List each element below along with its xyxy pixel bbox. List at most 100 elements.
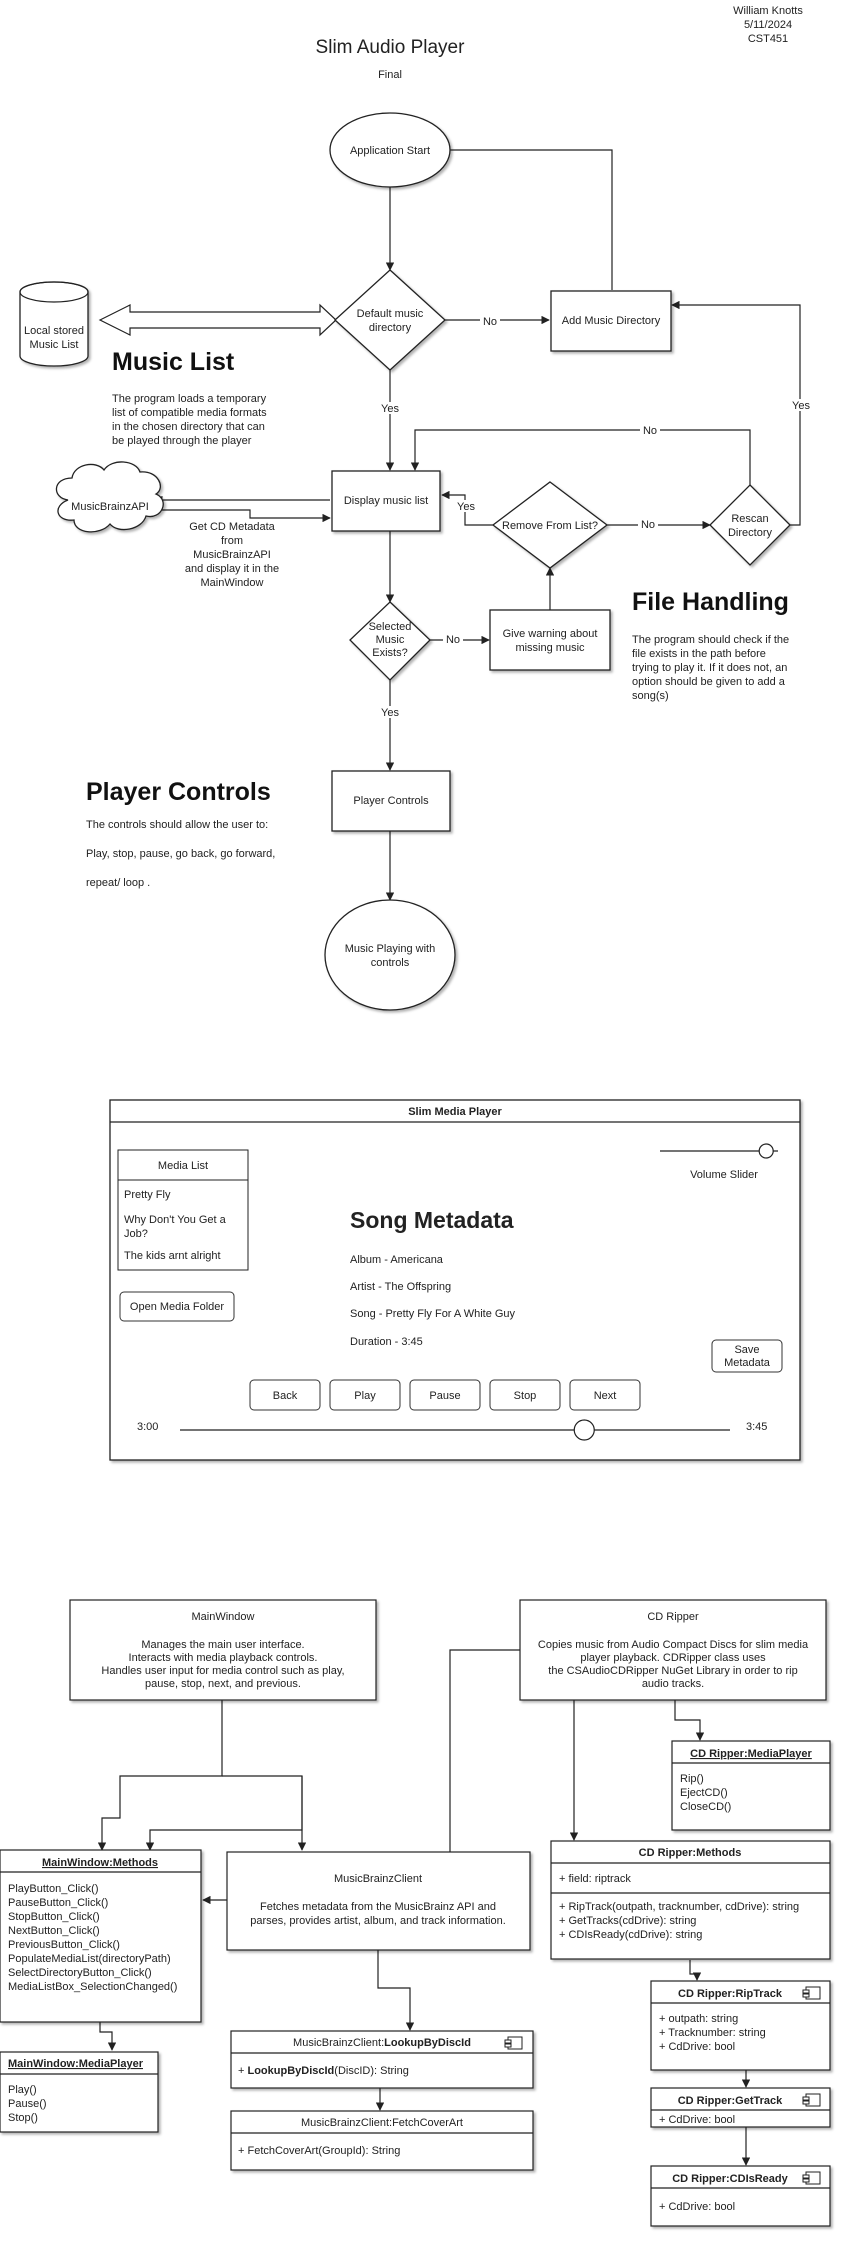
svg-text:the CSAudioCDRipper NuGet Libr: the CSAudioCDRipper NuGet Library in ord… xyxy=(548,1665,797,1677)
svg-text:Application Start: Application Start xyxy=(350,145,430,157)
author-name: William Knotts xyxy=(733,5,803,17)
svg-text:Next: Next xyxy=(594,1390,617,1402)
window-title: Slim Media Player xyxy=(408,1106,502,1118)
svg-text:file exists in the path before: file exists in the path before xyxy=(632,648,766,660)
svg-text:Selected: Selected xyxy=(369,621,412,633)
svg-text:audio tracks.: audio tracks. xyxy=(642,1678,704,1690)
node-remove-from-list: Remove From List? xyxy=(491,481,609,569)
svg-text:MainWindow: MainWindow xyxy=(201,577,264,589)
svg-text:Player Controls: Player Controls xyxy=(353,795,429,807)
component-icon xyxy=(802,2093,821,2107)
volume-slider[interactable]: Volume Slider xyxy=(660,1143,778,1181)
save-metadata-button[interactable]: Save Metadata xyxy=(711,1339,783,1373)
svg-text:Manages the main user interfac: Manages the main user interface. xyxy=(141,1639,304,1651)
svg-text:Local stored: Local stored xyxy=(24,325,84,337)
svg-text:+ CDIsReady(cdDrive): string: + CDIsReady(cdDrive): string xyxy=(559,1929,702,1941)
svg-text:CD Ripper:Methods: CD Ripper:Methods xyxy=(639,1847,742,1859)
svg-text:MusicBrainzClient:FetchCoverAr: MusicBrainzClient:FetchCoverArt xyxy=(301,2117,463,2129)
metadata-artist: Artist - The Offspring xyxy=(350,1281,451,1293)
svg-text:The controls should allow the: The controls should allow the user to: xyxy=(86,819,268,831)
svg-text:SelectDirectoryButton_Click(): SelectDirectoryButton_Click() xyxy=(8,1967,152,1979)
seek-slider[interactable] xyxy=(180,1419,730,1441)
svg-text:Play(): Play() xyxy=(8,2084,37,2096)
svg-text:Directory: Directory xyxy=(728,527,773,539)
list-item: Job? xyxy=(124,1228,148,1240)
next-button[interactable]: Next xyxy=(569,1379,641,1411)
svg-text:Music Playing with: Music Playing with xyxy=(345,943,435,955)
svg-text:Pause(): Pause() xyxy=(8,2098,47,2110)
svg-text:Stop(): Stop() xyxy=(8,2112,38,2124)
svg-text:Default music: Default music xyxy=(357,308,424,320)
svg-text:The program loads a temporary: The program loads a temporary xyxy=(112,393,267,405)
svg-text:Save: Save xyxy=(734,1344,759,1356)
seek-current-time: 3:00 xyxy=(137,1421,158,1433)
class-cdisready: CD Ripper:CDIsReady + CdDrive: bool xyxy=(650,2165,831,2227)
node-add-music-directory: Add Music Directory xyxy=(550,290,672,352)
svg-text:Copies music from Audio Compac: Copies music from Audio Compact Discs fo… xyxy=(538,1639,809,1651)
svg-text:controls: controls xyxy=(371,957,410,969)
svg-text:directory: directory xyxy=(369,322,412,334)
node-local-stored-music: Local stored Music List xyxy=(19,281,89,367)
play-button[interactable]: Play xyxy=(329,1379,401,1411)
volume-knob xyxy=(758,1143,774,1159)
svg-text:Add Music Directory: Add Music Directory xyxy=(562,315,661,327)
pause-button[interactable]: Pause xyxy=(409,1379,481,1411)
list-item: Pretty Fly xyxy=(124,1189,171,1201)
svg-text:CD Ripper:MediaPlayer: CD Ripper:MediaPlayer xyxy=(690,1748,812,1760)
svg-text:MainWindow: MainWindow xyxy=(192,1611,255,1623)
svg-text:PauseButton_Click(): PauseButton_Click() xyxy=(8,1897,108,1909)
svg-text:+ CdDrive: bool: + CdDrive: bool xyxy=(659,2114,735,2126)
svg-text:EjectCD(): EjectCD() xyxy=(680,1787,728,1799)
svg-text:MusicBrainzClient:LookupByDisc: MusicBrainzClient:LookupByDiscId xyxy=(293,2037,471,2049)
node-music-playing: Music Playing with controls xyxy=(324,899,456,1011)
svg-text:The program should check if th: The program should check if the xyxy=(632,634,789,646)
date-label: 5/11/2024 xyxy=(744,19,792,31)
svg-text:MusicBrainzAPI: MusicBrainzAPI xyxy=(193,549,271,561)
page-title: Slim Audio Player xyxy=(316,37,466,58)
svg-text:in the chosen directory that c: in the chosen directory that can xyxy=(112,421,265,433)
section-file-handling: File Handling The program should check i… xyxy=(632,588,789,702)
node-application-start: Application Start xyxy=(329,112,451,188)
svg-text:Music: Music xyxy=(376,634,405,646)
class-musicbrainz-client: MusicBrainzClient Fetches metadata from … xyxy=(226,1851,531,1951)
edge-label-yes: Yes xyxy=(381,707,399,719)
section-music-list: Music List The program loads a temporary… xyxy=(112,348,267,447)
list-item: Why Don't You Get a xyxy=(124,1214,227,1226)
page-subtitle: Final xyxy=(378,69,402,81)
svg-text:MediaListBox_SelectionChanged(: MediaListBox_SelectionChanged() xyxy=(8,1981,177,1993)
back-button[interactable]: Back xyxy=(249,1379,321,1411)
svg-text:PlayButton_Click(): PlayButton_Click() xyxy=(8,1883,98,1895)
svg-text:CD Ripper:RipTrack: CD Ripper:RipTrack xyxy=(678,1988,783,2000)
metadata-song: Song - Pretty Fly For A White Guy xyxy=(350,1308,516,1320)
svg-text:Interacts with media playback: Interacts with media playback controls. xyxy=(129,1652,318,1664)
svg-text:+ RipTrack(outpath, tracknumbe: + RipTrack(outpath, tracknumber, cdDrive… xyxy=(559,1901,799,1913)
svg-text:MusicBrainzClient: MusicBrainzClient xyxy=(334,1873,422,1885)
svg-text:CD Ripper: CD Ripper xyxy=(647,1611,699,1623)
svg-text:+ GetTracks(cdDrive): string: + GetTracks(cdDrive): string xyxy=(559,1915,696,1927)
svg-text:be played through the player: be played through the player xyxy=(112,435,252,447)
metadata-heading: Song Metadata xyxy=(350,1207,514,1233)
svg-text:trying to play it. If it does: trying to play it. If it does not, an xyxy=(632,662,787,674)
svg-text:Get CD Metadata: Get CD Metadata xyxy=(189,521,275,533)
svg-text:from: from xyxy=(221,535,243,547)
stop-button[interactable]: Stop xyxy=(489,1379,561,1411)
svg-text:Exists?: Exists? xyxy=(372,647,407,659)
sync-double-arrow xyxy=(98,303,337,337)
svg-text:Metadata: Metadata xyxy=(724,1357,771,1369)
open-media-folder-button[interactable]: Open Media Folder xyxy=(119,1291,235,1322)
svg-text:+ outpath: string: + outpath: string xyxy=(659,2013,738,2025)
class-lookup-by-disc-id: MusicBrainzClient:LookupByDiscId + Looku… xyxy=(230,2030,534,2089)
svg-text:Handles user input for media c: Handles user input for media control suc… xyxy=(101,1665,344,1677)
media-list-panel[interactable]: Media List Pretty Fly Why Don't You Get … xyxy=(117,1149,249,1271)
class-cd-methods: CD Ripper:Methods + field: riptrack + Ri… xyxy=(550,1840,831,1960)
svg-text:Open Media Folder: Open Media Folder xyxy=(130,1301,224,1313)
class-gettrack: CD Ripper:GetTrack + CdDrive: bool xyxy=(650,2087,831,2128)
class-connectors xyxy=(97,1649,751,2166)
svg-text:+ Tracknumber: string: + Tracknumber: string xyxy=(659,2027,766,2039)
node-display-music-list: Display music list xyxy=(331,470,441,532)
class-riptrack: CD Ripper:RipTrack + outpath: string + T… xyxy=(650,1980,831,2071)
svg-text:+ LookupByDiscId(DiscID): Stri: + LookupByDiscId(DiscID): String xyxy=(238,2065,409,2077)
svg-text:option should be given to add: option should be given to add a xyxy=(632,676,786,688)
course-label: CST451 xyxy=(748,33,788,45)
